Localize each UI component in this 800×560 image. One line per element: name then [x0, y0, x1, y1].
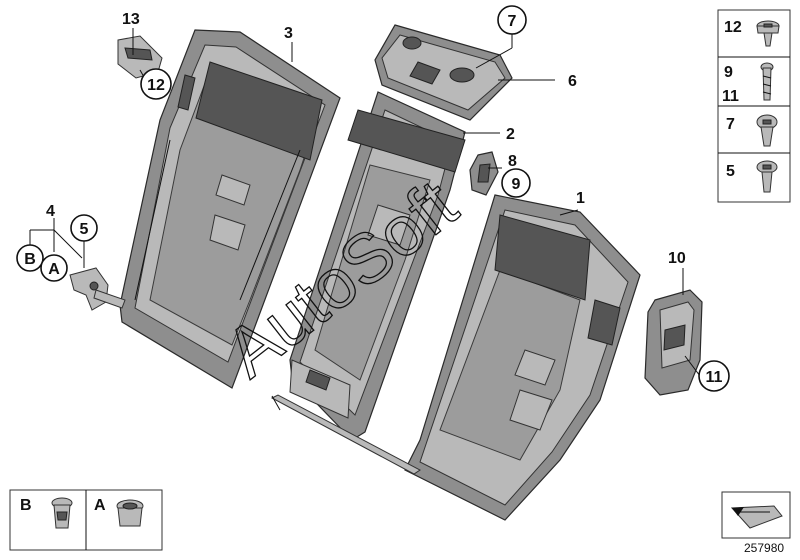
svg-text:A: A: [94, 497, 106, 514]
callout-1: 1: [576, 190, 585, 207]
callout-3: 3: [284, 25, 293, 42]
svg-text:1: 1: [576, 190, 585, 207]
svg-text:A: A: [48, 261, 60, 278]
svg-text:12: 12: [724, 19, 742, 36]
svg-text:B: B: [24, 251, 36, 268]
screw-7-icon: [756, 114, 778, 147]
svg-text:7: 7: [726, 116, 735, 133]
callout-12: 12: [140, 68, 172, 100]
part-3-backrest-frame: [119, 29, 341, 389]
callout-5: 5: [70, 214, 98, 242]
screw-12-icon: [756, 20, 780, 47]
svg-text:11: 11: [706, 369, 723, 386]
legend-row-9-11: 9 11: [722, 62, 774, 105]
callout-A: A: [40, 254, 68, 282]
svg-text:8: 8: [508, 153, 517, 170]
svg-text:12: 12: [147, 77, 165, 94]
part-6-top-cover: [374, 24, 513, 121]
part-8-bracket: [469, 151, 499, 196]
callout-13: 13: [122, 11, 140, 28]
svg-text:3: 3: [284, 25, 293, 42]
callout-B: B: [16, 244, 44, 272]
part-10-latch: [644, 289, 703, 396]
screw-9-icon: [760, 62, 774, 101]
legend-bottom: B A: [9, 489, 163, 551]
svg-text:2: 2: [506, 126, 515, 143]
callout-9: 9: [501, 168, 531, 198]
svg-text:13: 13: [122, 11, 140, 28]
grommet-A-icon: [116, 499, 144, 527]
callout-6: 6: [568, 73, 577, 90]
callout-10: 10: [668, 250, 686, 267]
svg-text:B: B: [20, 497, 32, 514]
svg-text:9: 9: [512, 176, 521, 193]
svg-text:6: 6: [568, 73, 577, 90]
svg-text:9: 9: [724, 64, 733, 81]
callout-2: 2: [506, 126, 515, 143]
part-4-bracket: [69, 267, 126, 311]
callout-11: 11: [698, 360, 730, 392]
direction-arrow-icon: [730, 505, 783, 529]
callout-4: 4: [46, 203, 55, 220]
part-2-middle-frame: [289, 91, 466, 441]
part-13-clip: [117, 35, 163, 79]
screw-5-icon: [756, 160, 778, 193]
leader-lines: [29, 28, 701, 377]
legend-right: 12 9 11 7: [717, 9, 791, 203]
svg-text:5: 5: [726, 163, 735, 180]
svg-text:11: 11: [722, 88, 739, 105]
svg-text:10: 10: [668, 250, 686, 267]
part-1-right-frame: [404, 194, 641, 521]
callout-8: 8: [508, 153, 517, 170]
legend-row-5: 5: [726, 160, 778, 193]
diagram-number: 257980: [744, 541, 784, 555]
svg-text:257980: 257980: [744, 541, 784, 555]
svg-text:7: 7: [508, 13, 517, 30]
callout-7: 7: [497, 5, 527, 35]
legend-cell-A: A: [94, 497, 144, 527]
arrow-symbol-box: [721, 491, 791, 539]
legend-cell-B: B: [20, 497, 73, 529]
svg-text:4: 4: [46, 203, 55, 220]
rod-part: [270, 394, 421, 475]
legend-row-12: 12: [724, 19, 780, 47]
clip-B-icon: [51, 497, 73, 529]
legend-row-7: 7: [726, 114, 778, 147]
svg-text:5: 5: [80, 221, 89, 238]
